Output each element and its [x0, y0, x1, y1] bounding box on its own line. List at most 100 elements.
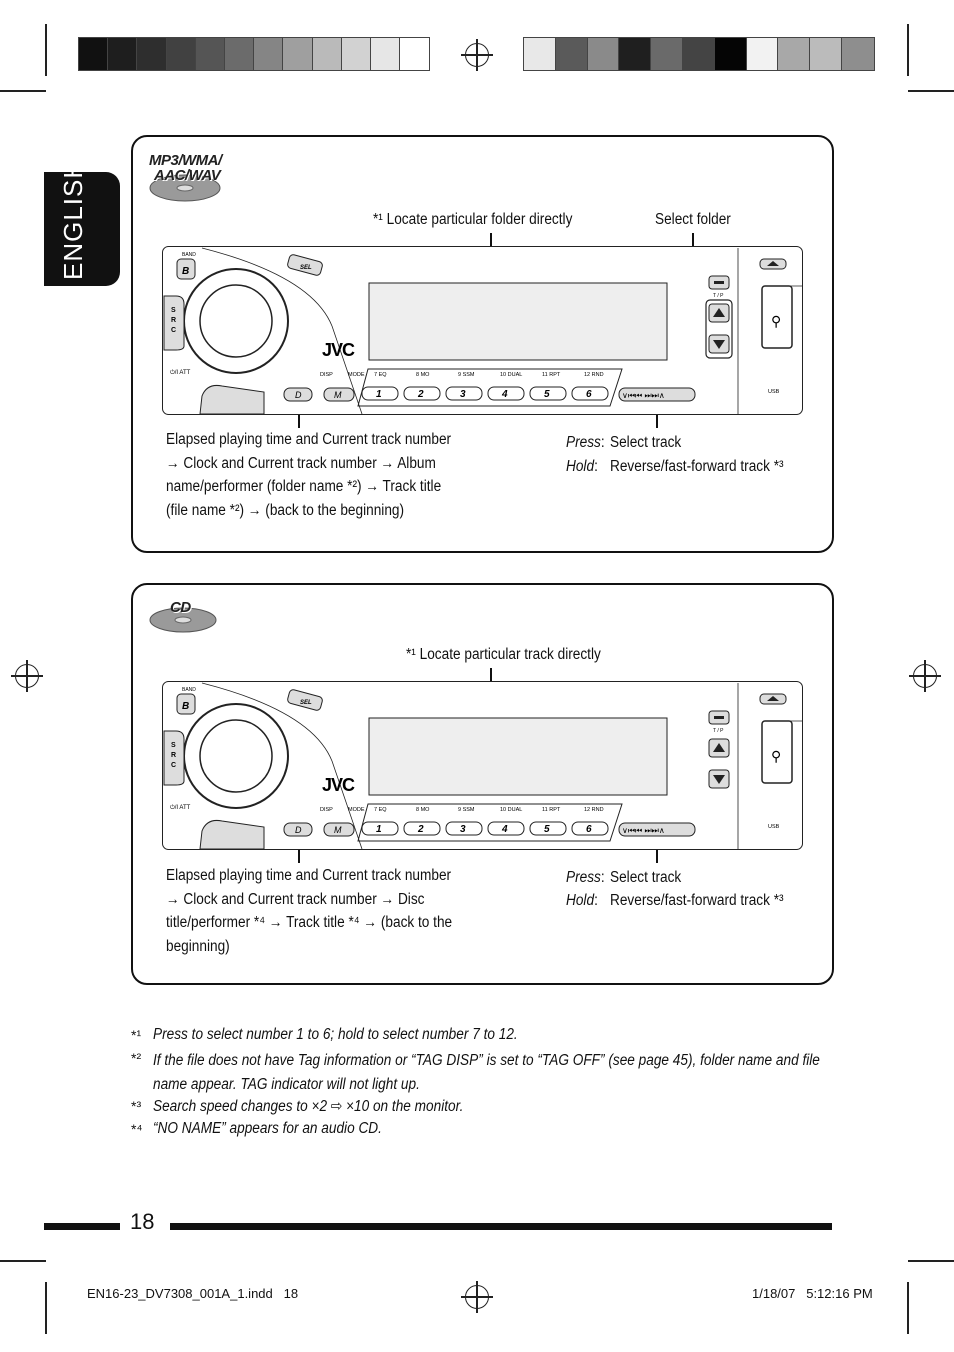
disp-button[interactable] — [283, 387, 313, 402]
footnote-text: Search speed changes to ×2 ⇨ ×10 on the … — [153, 1098, 464, 1115]
svg-text:1: 1 — [376, 824, 382, 835]
disc-format-label: MP3/WMA/ — [149, 152, 222, 169]
power-att-label: ⏻/I ATT — [170, 804, 191, 811]
press-text: Select track — [610, 869, 682, 886]
svg-text:R: R — [171, 317, 176, 324]
svg-text:B: B — [182, 701, 189, 712]
preset-button-5[interactable]: 5 — [529, 821, 567, 836]
src-button[interactable] — [163, 295, 185, 351]
preset-button-4[interactable]: 4 — [487, 386, 525, 401]
preset-button-2[interactable]: 2 — [403, 821, 441, 836]
registration-mark-icon — [461, 1281, 493, 1313]
band-button[interactable] — [176, 693, 196, 715]
color-swatch — [650, 37, 684, 71]
locate-folder-note: *¹ Locate particular folder directly — [373, 211, 573, 228]
preset-button-2[interactable]: 2 — [403, 386, 441, 401]
svg-text:BAND: BAND — [182, 687, 196, 693]
preset-top-label: 12 RND — [584, 807, 604, 813]
disc-icon — [149, 174, 221, 202]
svg-text:S: S — [171, 742, 176, 749]
hold-text: Reverse/fast-forward track *³ — [610, 458, 784, 475]
slug-date: 1/18/07 5:12:16 PM — [752, 1286, 873, 1301]
preset-button-1[interactable]: 1 — [361, 386, 399, 401]
svg-text:5: 5 — [544, 824, 550, 835]
preset-top-label: 11 RPT — [542, 372, 561, 378]
svg-text:6: 6 — [586, 824, 592, 835]
display-window — [368, 717, 668, 796]
cd-panel — [131, 583, 834, 985]
svg-text:R: R — [171, 752, 176, 759]
preset-button-3[interactable]: 3 — [445, 821, 483, 836]
preset-top-label: 9 SSM — [458, 372, 475, 378]
preset-top-label: 10 DUAL — [500, 372, 522, 378]
preset-button-4[interactable]: 4 — [487, 821, 525, 836]
disc-format-label: CD — [170, 599, 191, 616]
svg-text:D: D — [295, 825, 302, 835]
usb-port — [761, 285, 793, 349]
color-swatch — [809, 37, 843, 71]
disc-format-label: AAC/WAV — [154, 167, 221, 184]
svg-text:C: C — [171, 327, 176, 334]
preset-top-label: 8 MO — [416, 807, 430, 813]
footnote-mark: *³ — [131, 1098, 142, 1114]
color-swatch — [523, 37, 557, 71]
disp-button-description: Elapsed playing time and Current track n… — [166, 867, 453, 955]
detach-button[interactable] — [199, 385, 265, 415]
color-swatch — [282, 37, 314, 71]
sel-button[interactable] — [287, 689, 323, 711]
seek-buttons[interactable] — [618, 822, 696, 837]
preset-top-label: 12 RND — [584, 372, 604, 378]
band-button[interactable] — [176, 258, 196, 280]
locate-track-note: *¹ Locate particular track directly — [406, 646, 601, 663]
color-swatch — [618, 37, 653, 71]
svg-text:5: 5 — [544, 389, 550, 400]
preset-top-label: 7 EQ — [374, 372, 387, 378]
preset-button-6[interactable]: 6 — [571, 821, 609, 836]
src-button[interactable] — [163, 730, 185, 786]
color-swatch — [107, 37, 139, 71]
disp-button-description: Elapsed playing time and Current track n… — [166, 431, 452, 519]
preset-button-5[interactable]: 5 — [529, 386, 567, 401]
svg-text:MODE: MODE — [348, 807, 365, 813]
svg-text:1: 1 — [376, 389, 382, 400]
svg-text:4: 4 — [501, 824, 508, 835]
color-swatch — [745, 37, 780, 71]
svg-text:T / P: T / P — [713, 728, 724, 734]
color-swatch — [713, 37, 748, 71]
preset-top-label: 8 MO — [416, 372, 430, 378]
page-number: 18 — [130, 1209, 155, 1234]
crop-mark — [45, 24, 47, 76]
footnote-mark: *² — [131, 1050, 142, 1066]
registration-mark-icon — [461, 39, 493, 71]
preset-button-1[interactable]: 1 — [361, 821, 399, 836]
svg-text:DISP: DISP — [320, 372, 333, 378]
preset-button-3[interactable]: 3 — [445, 386, 483, 401]
hold-text: Reverse/fast-forward track *³ — [610, 892, 784, 909]
sel-button[interactable] — [287, 254, 323, 276]
mode-button[interactable] — [323, 387, 355, 402]
preset-top-label: 9 SSM — [458, 807, 475, 813]
crop-mark — [45, 1282, 47, 1334]
crop-mark — [908, 90, 954, 92]
disp-button[interactable] — [283, 822, 313, 837]
detach-button[interactable] — [199, 820, 265, 850]
color-swatch — [165, 37, 197, 71]
color-swatch — [253, 37, 285, 71]
display-window — [368, 282, 668, 361]
hold-label: Hold: — [566, 458, 598, 475]
color-swatch — [586, 37, 621, 71]
crop-mark — [0, 1260, 46, 1262]
preset-button-6[interactable]: 6 — [571, 386, 609, 401]
hold-label: Hold: — [566, 892, 598, 909]
press-text: Select track — [610, 434, 682, 451]
brand-logo: JVC — [322, 775, 355, 795]
color-swatch — [777, 37, 812, 71]
color-swatch — [369, 37, 402, 71]
mode-button[interactable] — [323, 822, 355, 837]
crop-mark — [0, 90, 46, 92]
press-label: Press: — [566, 869, 605, 886]
usb-port — [761, 720, 793, 784]
seek-buttons[interactable] — [618, 387, 696, 402]
preset-top-label: 7 EQ — [374, 807, 387, 813]
